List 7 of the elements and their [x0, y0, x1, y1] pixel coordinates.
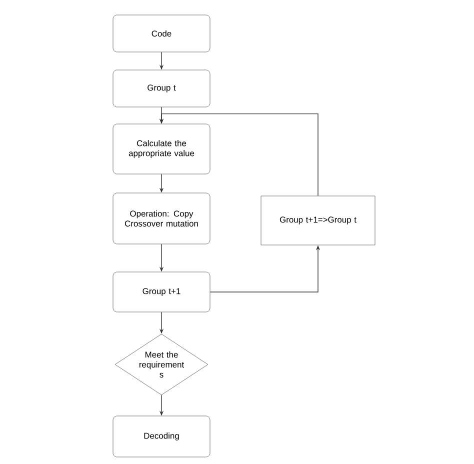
process-box: Group t	[112, 70, 210, 108]
process-box: Calculate the appropriate value	[112, 124, 210, 174]
process-box: Decoding	[112, 416, 210, 458]
process-box: Code	[112, 14, 210, 52]
process-box: Group t+1=>Group t	[260, 196, 376, 246]
process-box: Operation: Copy Crossover mutation	[112, 192, 210, 244]
process-box: Group t+1	[112, 272, 210, 312]
